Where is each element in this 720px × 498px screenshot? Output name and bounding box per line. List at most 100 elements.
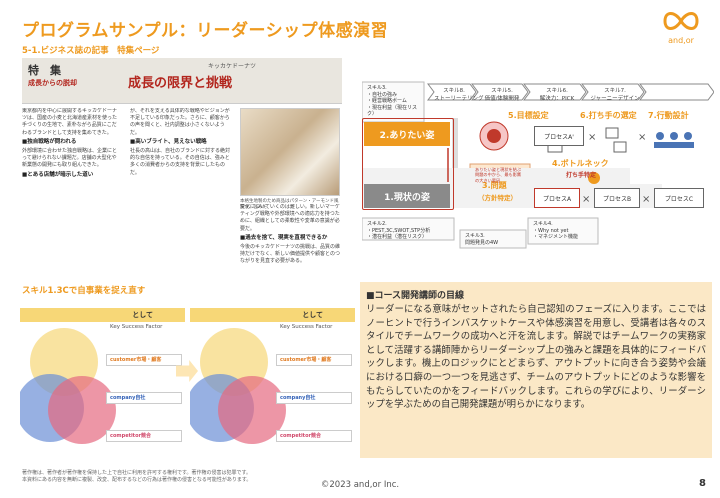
gap-highlight-frame [362, 118, 454, 210]
process-a-box: プロセスA [534, 188, 580, 208]
skill-5-step: スキル5. 価値/体験開発 [478, 86, 526, 102]
customer-label: customer市場・顧客 [276, 354, 352, 366]
step-3-sublabel: （方針特定） [478, 194, 517, 202]
article-subhead: ■高いブライト、見えない戦略 [130, 138, 207, 145]
venn-circles [20, 328, 116, 444]
gap-note: ありたい姿と現状を結ぶ問題の中から、最も影響の大きい要因 [475, 167, 522, 183]
multiply-sign: × [638, 132, 647, 143]
transition-arrow-icon [176, 360, 198, 382]
page-title: プログラムサンプル：リーダーシップ体感演習 [22, 21, 389, 41]
section-subtitle: 5-1.ビジネス誌の記事 特集ページ [22, 46, 160, 56]
venn-circles [190, 328, 286, 444]
article-column-3: 変化についていくのは難しい。新しいマーケティング戦略や外部環境への適応力を持つた… [240, 204, 340, 270]
skill-label: スキル2. [367, 221, 387, 227]
skill-8-step: スキル8. ストーリーテリング [434, 86, 484, 102]
venn-diagram-before: として Key Success Factor customer市場・顧客 com… [20, 298, 185, 458]
company-label: company自社 [106, 392, 182, 404]
skill-body: 価値/体験開発 [484, 96, 520, 102]
skill-body: ・自社の強み ・経営戦略ボーム ・現在利益（現在リスク） [367, 91, 418, 118]
article-paragraph: が、それを支える具体的な戦略やビジョンが不足している印象だった。さらに、顧客から… [130, 108, 230, 136]
process-a-prime-box: プロセスA' [534, 126, 584, 146]
ksf-label: Key Success Factor [110, 324, 163, 330]
skill-3-box: スキル3. ・自社の強み ・経営戦略ボーム ・現在利益（現在リスク） [364, 84, 422, 119]
customer-label: customer市場・顧客 [106, 354, 182, 366]
step-7-label: 7.行動設計 [648, 111, 689, 120]
process-b-box: プロセスB [594, 188, 640, 208]
article-paragraph: 今後のキッカケドーナツの挑戦は、品質の維持だけでなく、新しい価値提供や顧客とのつ… [240, 244, 340, 265]
problem-solving-framework: スキル3. ・自社の強み ・経営戦略ボーム ・現在利益（現在リスク） スキル8.… [362, 78, 714, 274]
people-icon [656, 132, 664, 140]
company-label: company自社 [276, 392, 352, 404]
skill-3b-box: スキル3. 問題発見の4W [462, 232, 524, 247]
article-column-2: が、それを支える具体的な戦略やビジョンが不足している印象だった。さらに、顧客から… [130, 108, 234, 273]
people-icon [684, 132, 692, 140]
skill-body: ・Why not yet ・マネジメント機能 [533, 227, 579, 241]
article-subhead: ■独自戦略が問われる [22, 138, 77, 145]
skill-body: ストーリーテリング [434, 96, 484, 102]
article-paragraph: 社長の高山は、自社のブランドに対する絶対的な自信を持っている。その自信は、強みと… [130, 148, 231, 176]
competitor-label: competitor競合 [106, 430, 182, 442]
multiply-sign: × [582, 194, 591, 205]
competitor-label: competitor競合 [276, 430, 352, 442]
skill-7-step: スキル7. ジャーニーデザイン [588, 86, 642, 102]
article-header: 特 集 成長からの脱却 キッカケドーナツ 成長の限界と挑戦 [22, 58, 342, 104]
process-c-box: プロセスC [654, 188, 704, 208]
feature-sublabel: 成長からの脱却 [28, 79, 77, 87]
infinity-logo-icon [663, 12, 699, 30]
skill-label: スキル8. [443, 88, 465, 94]
article-body: 東京都内を中心に展開するキッカケドーナツは、国産の小麦と北海道産素材を使った手づ… [22, 104, 342, 274]
skill-box-frame [527, 217, 599, 245]
people-icon [670, 132, 678, 140]
photo-caption: 本格生地製のため商品はパターン・アーモンド風味が、強みだ [240, 199, 339, 210]
network-icon [605, 127, 619, 139]
target-icon-center [487, 129, 501, 143]
step-6-label: 6.打ち手の選定 [580, 111, 637, 120]
skill-label: スキル3. [465, 233, 485, 239]
instructor-perspective-box: ■コース開発講師の目線 リーダーになる意味がセットされたら自己認知のフェーズに入… [360, 282, 712, 458]
skill-box-frame [459, 229, 527, 249]
skill-body: 問題発見の4W [465, 239, 499, 246]
bottleneck-marker [588, 172, 600, 184]
course-heading: ■コース開発講師の目線 [366, 291, 465, 301]
skill-3c-title: スキル1.3Cで自事業を捉え直す [22, 286, 146, 296]
chevron-step [427, 83, 477, 101]
ideal-state-box: 2.ありたい姿 [364, 122, 450, 146]
skill-4-box: スキル4. ・Why not yet ・マネジメント機能 [530, 220, 596, 242]
skill-label: スキル3. [367, 85, 387, 91]
skill-label: スキル7. [604, 88, 626, 94]
chevron-step [471, 83, 529, 101]
ksf-label: Key Success Factor [280, 324, 333, 330]
skill-6-step: スキル6. 解決力：PICK [530, 86, 584, 102]
venn-circle-red [218, 376, 286, 444]
article-paragraph: 外部環境に合わせた独自戦略は、企業にとって避けられない課題だ。店舗の大型化や新業… [22, 148, 118, 169]
step-4-sublabel: 打ち手特定 [566, 172, 597, 179]
skill-body: ・PEST,3C,SWOT,STP分析 ・潜在利益（潜在リスク） [367, 227, 431, 241]
feature-label: 特 集 [28, 64, 61, 77]
people-icon [654, 142, 694, 148]
chevron-step [523, 83, 587, 101]
step-5-label: 5.目標設定 [508, 111, 549, 120]
venn-header-bar: として [20, 308, 185, 322]
logo-text: and,or [668, 36, 694, 45]
article-column-1: 東京都内を中心に展開するキッカケドーナツは、国産の小麦と北海道産素材を使った手づ… [22, 108, 120, 273]
network-icon [613, 141, 627, 153]
article-subhead: ■とある店舗が暗示した道い [22, 171, 94, 178]
magazine-article: 特 集 成長からの脱却 キッカケドーナツ 成長の限界と挑戦 東京都内を中心に展開… [22, 58, 342, 274]
page-number: 8 [699, 478, 706, 489]
multiply-sign: × [588, 132, 597, 143]
article-headline: 成長の限界と挑戦 [128, 76, 233, 91]
article-paragraph: 東京都内を中心に展開するキッカケドーナツは、国産の小麦と北海道産素材を使った手づ… [22, 108, 118, 136]
skill-body: ジャーニーデザイン [590, 96, 640, 102]
article-kicker: キッカケドーナツ [208, 63, 257, 70]
skill-label: スキル5. [491, 88, 513, 94]
article-subhead: ■過去を捨て、現実を直視できるか [240, 234, 328, 241]
article-paragraph: 変化についていくのは難しい。新しいマーケティング戦略や外部環境への適応力を持つた… [240, 204, 340, 232]
chevron-step [581, 83, 645, 101]
chevron-step [639, 83, 714, 101]
skill-2-box: スキル2. ・PEST,3C,SWOT,STP分析 ・潜在利益（潜在リスク） [364, 220, 452, 242]
venn-header-bar: として [190, 308, 355, 322]
venn-diagram-after: として Key Success Factor customer市場・顧客 com… [190, 298, 355, 458]
step-4-label: 4.ボトルネック [552, 159, 609, 168]
connector-bar [452, 118, 458, 178]
